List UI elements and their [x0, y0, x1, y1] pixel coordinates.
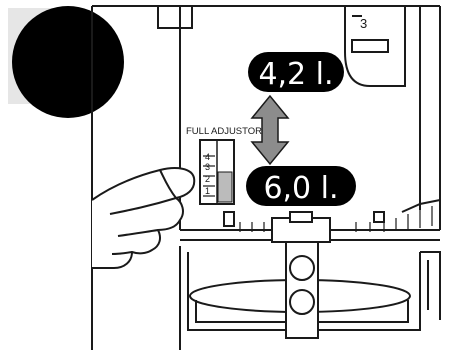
adjustor-mark-3: 3: [205, 162, 210, 172]
pointing-hand-icon: [92, 168, 194, 268]
top-scale-mark: 3: [360, 16, 367, 31]
volume-badge-upper: 4,2 l.: [248, 52, 344, 92]
adjustor-mark-2: 2: [205, 174, 210, 184]
volume-badge-upper-text: 4,2 l.: [258, 57, 333, 92]
adjustor-mark-4: 4: [205, 152, 210, 162]
adjustor-label: FULL ADJUSTOR: [186, 126, 262, 137]
volume-badge-lower: 6,0 l.: [246, 166, 356, 206]
volume-badge-lower-text: 6,0 l.: [263, 171, 338, 206]
top-scale-window: [345, 6, 405, 86]
center-clip: [272, 212, 330, 338]
adjustor-slider[interactable]: [218, 172, 232, 202]
adjustor-mark-1: 1: [205, 186, 210, 196]
step-marker-circle: [12, 6, 124, 118]
